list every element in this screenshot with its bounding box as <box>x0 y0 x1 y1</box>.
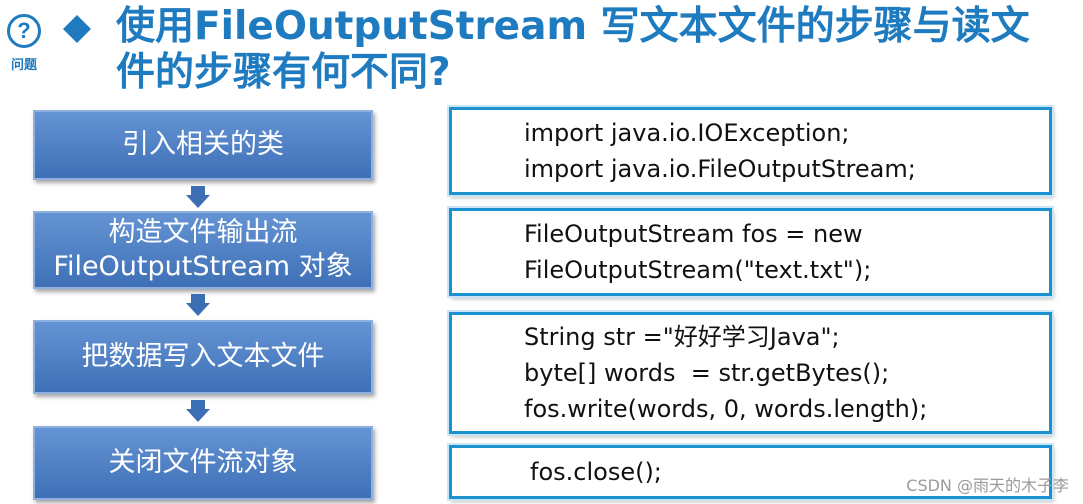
step-3-text: 把数据写入文本文件 <box>81 341 325 372</box>
step-1-text: 引入相关的类 <box>122 129 284 160</box>
watermark: CSDN @雨天的木子李 <box>906 476 1069 495</box>
code-line: String str ="好好学习Java"; <box>524 323 840 351</box>
question-label: 问题 <box>10 58 37 73</box>
code-line: fos.write(words, 0, words.length); <box>524 395 928 423</box>
step-box-1: 引入相关的类 <box>33 110 373 180</box>
question-icon: ? <box>7 14 41 48</box>
code-box-imports: import java.io.IOException; import java.… <box>449 107 1052 195</box>
code-box-close: fos.close(); <box>449 445 1052 499</box>
diamond-bullet-icon <box>63 15 91 43</box>
code-line: import java.io.IOException; <box>524 119 850 147</box>
step-2-line-2: FileOutputStream 对象 <box>53 251 353 282</box>
down-arrow-icon <box>186 400 210 422</box>
down-arrow-icon <box>186 294 210 316</box>
step-box-4: 关闭文件流对象 <box>33 426 373 500</box>
question-badge: ? 问题 <box>5 14 43 73</box>
step-box-2: 构造文件输出流 FileOutputStream 对象 <box>33 211 373 289</box>
code-line: import java.io.FileOutputStream; <box>524 155 916 183</box>
step-box-3: 把数据写入文本文件 <box>33 320 373 394</box>
code-box-construct: FileOutputStream fos = new FileOutputStr… <box>449 208 1052 296</box>
step-2-line-1: 构造文件输出流 <box>108 217 298 248</box>
code-line: byte[] words = str.getBytes(); <box>524 359 890 387</box>
down-arrow-icon <box>186 186 210 208</box>
page-title: 使用FileOutputStream 写文本文件的步骤与读文件的步骤有何不同? <box>116 4 1030 95</box>
code-line: FileOutputStream("text.txt"); <box>524 256 872 284</box>
code-line: FileOutputStream fos = new <box>524 220 863 248</box>
step-4-text: 关闭文件流对象 <box>108 447 298 478</box>
code-line: fos.close(); <box>530 458 662 486</box>
code-box-write: String str ="好好学习Java"; byte[] words = s… <box>449 312 1052 434</box>
